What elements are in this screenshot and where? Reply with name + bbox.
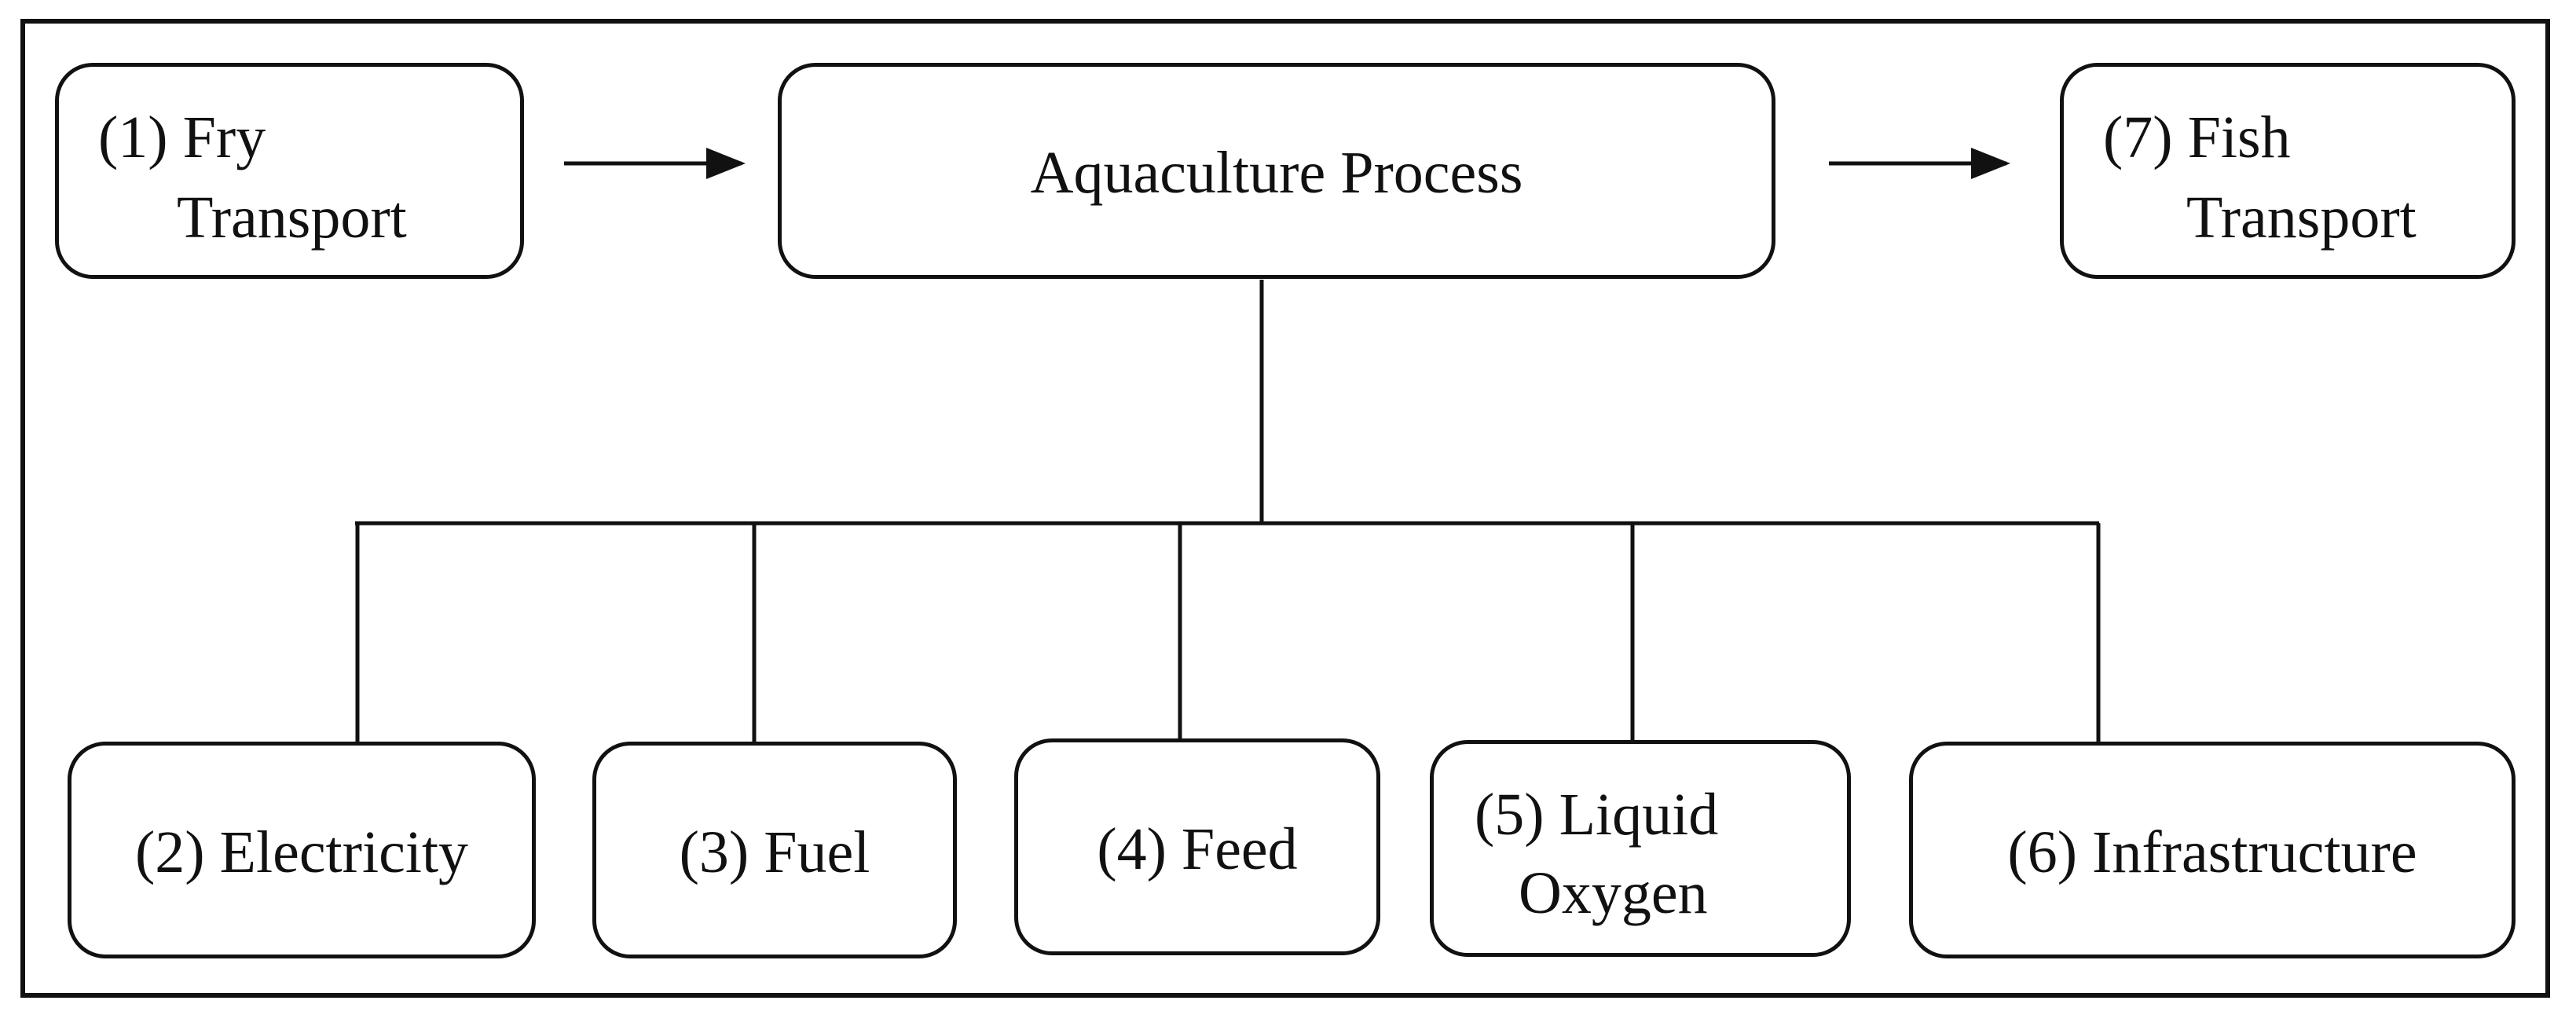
node-aquaculture-process-label: Aquaculture Process xyxy=(1030,140,1523,206)
node-fish-transport: (7) Fish Transport xyxy=(2060,63,2516,279)
node-feed: (4) Feed xyxy=(1014,738,1380,955)
node-liquid-oxygen-line1: (5) Liquid xyxy=(1475,782,1719,848)
node-infrastructure-label: (6) Infrastructure xyxy=(2007,819,2417,885)
node-fuel-label: (3) Fuel xyxy=(679,819,870,885)
node-feed-label: (4) Feed xyxy=(1097,816,1298,882)
node-aquaculture-process: Aquaculture Process xyxy=(778,63,1775,279)
node-fry-transport: (1) Fry Transport xyxy=(55,63,524,279)
node-electricity: (2) Electricity xyxy=(68,742,536,958)
node-liquid-oxygen: (5) Liquid Oxygen xyxy=(1430,740,1851,957)
node-fuel: (3) Fuel xyxy=(592,742,957,958)
node-electricity-label: (2) Electricity xyxy=(134,819,469,885)
node-fish-transport-line1: (7) Fish xyxy=(2103,104,2291,170)
diagram-frame xyxy=(20,19,2550,998)
node-fish-transport-line2: Transport xyxy=(2186,185,2417,251)
node-fry-transport-line1: (1) Fry xyxy=(98,104,266,170)
node-liquid-oxygen-line2: Oxygen xyxy=(1519,860,1708,926)
node-infrastructure: (6) Infrastructure xyxy=(1909,742,2516,958)
node-fry-transport-line2: Transport xyxy=(177,185,407,251)
